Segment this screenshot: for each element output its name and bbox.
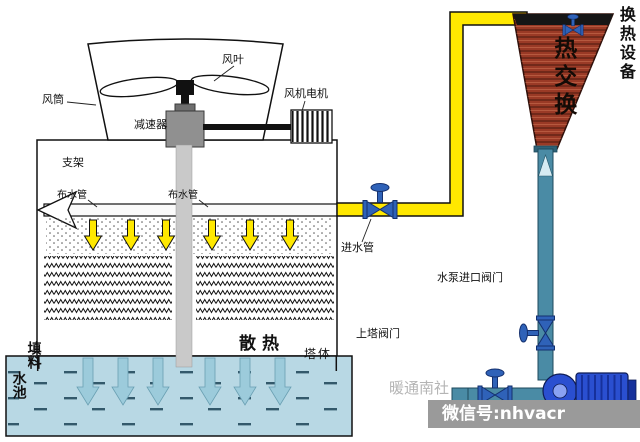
watermark-wechat-bar: 微信号:nhvacr: [428, 400, 640, 428]
dist-pipe-label-left: 布水管: [57, 190, 87, 201]
fan-duct-label: 风筒: [42, 93, 64, 106]
hot-water-pipe: [336, 11, 528, 217]
water-pool: [5, 355, 353, 437]
fan-blade-label: 风叶: [222, 53, 244, 66]
flow-arrow-up: [538, 154, 553, 177]
leader-lines: [66, 65, 372, 243]
heat-exchanger: [512, 13, 615, 150]
filler-label: 填料: [25, 341, 42, 369]
inlet-pipe-label: 进水管: [341, 241, 374, 254]
motor-shaft-link: [203, 124, 291, 130]
dist-pipe-label-right: 布水管: [168, 190, 198, 201]
fan-hub: [176, 80, 194, 95]
drive-shaft-column: [175, 144, 193, 368]
heat-exchange-equipment-label: 换热设备: [616, 6, 636, 82]
fan-assembly: [87, 38, 333, 148]
support-label: 支架: [62, 156, 84, 169]
pump-inlet-valve-label: 水泵进口阀门: [437, 271, 503, 284]
heat-dissipation-label: 散热: [239, 334, 285, 354]
fan-motor-label: 风机电机: [284, 87, 328, 100]
heat-exchange-label: 热交换: [549, 36, 576, 120]
reducer-gearbox: [165, 110, 205, 148]
reducer-label: 减速器: [134, 118, 167, 131]
fill-media: [44, 256, 334, 320]
watermark-brand: 暖通南社: [389, 379, 450, 397]
tower-body-label: 塔体: [304, 347, 333, 361]
upper-tower-valve-label: 上塔阀门: [356, 327, 400, 340]
pool-label: 水池: [10, 371, 27, 399]
